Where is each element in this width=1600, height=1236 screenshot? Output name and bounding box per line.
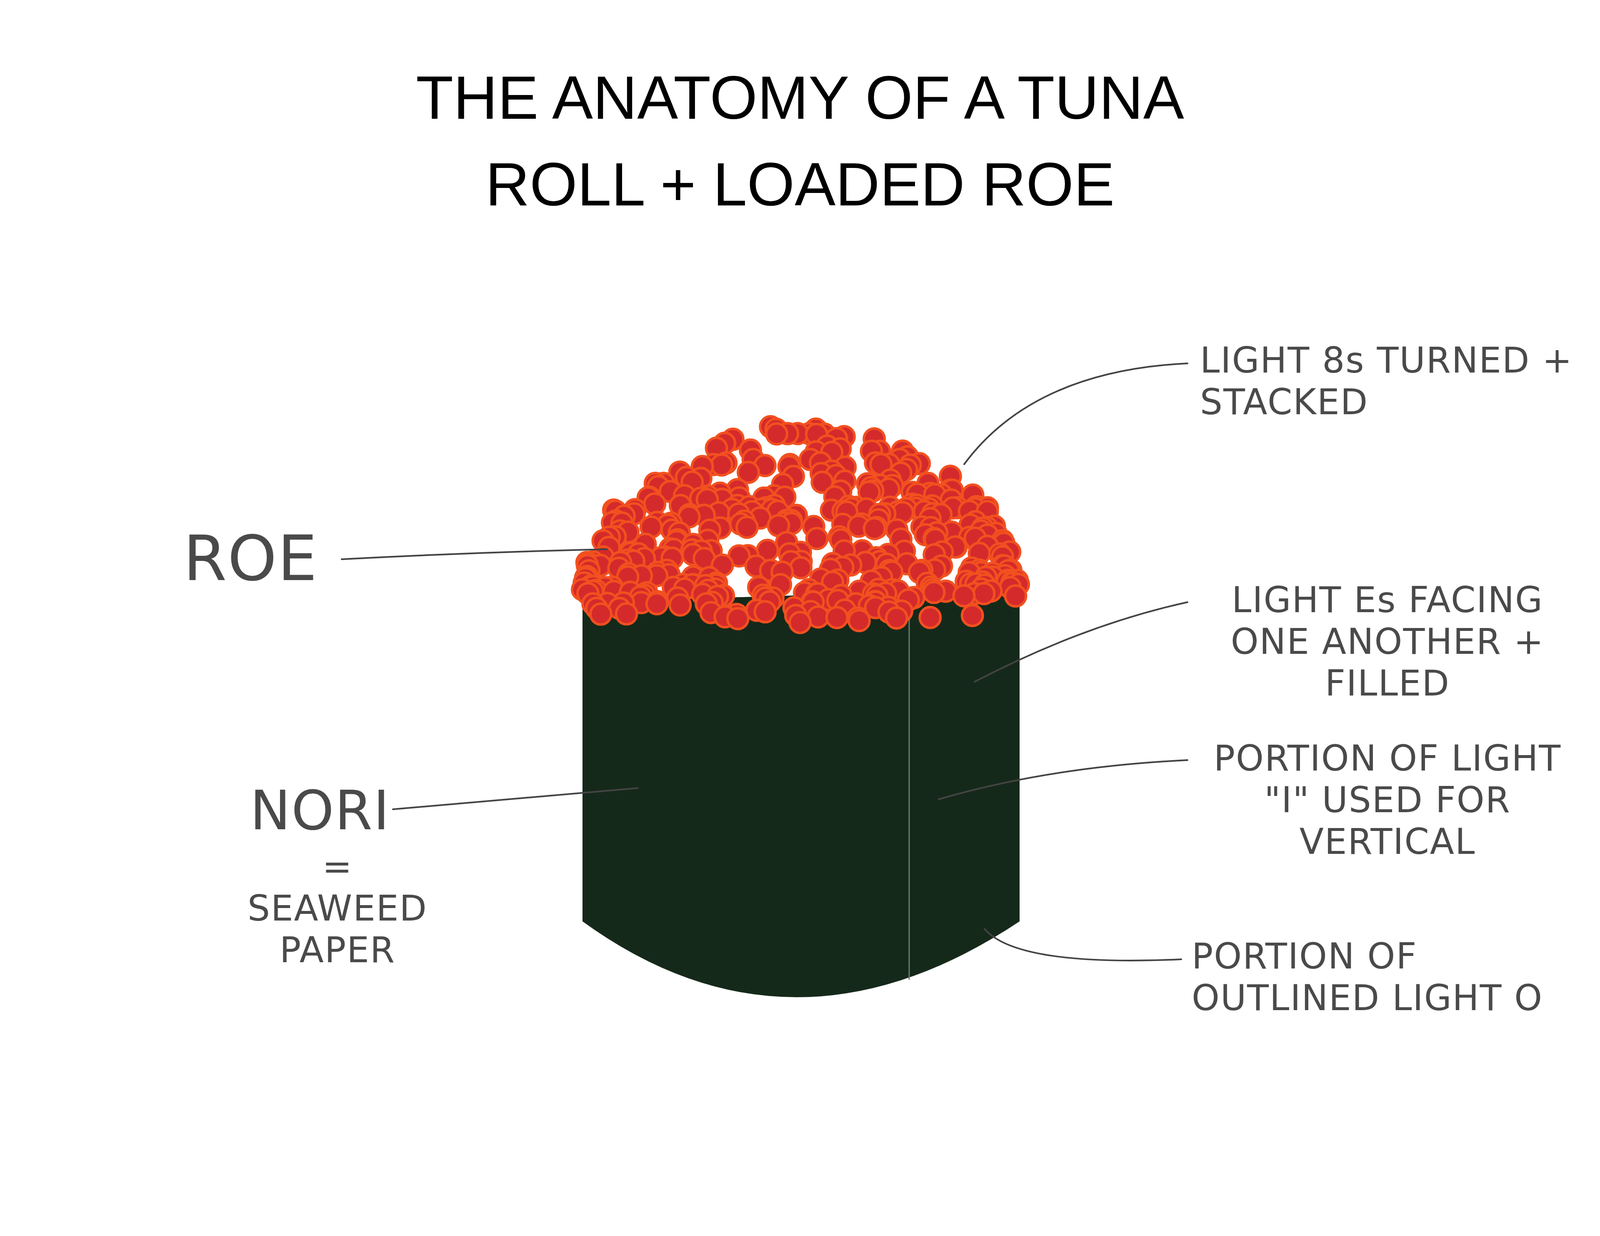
roe-egg [789,612,811,633]
roe-pile [572,416,1029,633]
roe-egg [973,582,995,604]
part-label: NORI [250,779,390,842]
roe-egg [962,605,983,626]
leader-line [964,363,1188,465]
roe-egg [923,582,945,603]
note-label: LIGHT Es FACING ONE ANOTHER + FILLED [1200,579,1575,705]
nori-seam [908,591,910,980]
roe-egg [953,585,975,607]
leader-line [938,760,1188,800]
roe-egg [886,607,908,629]
leader-line [341,549,608,560]
roe-egg [727,607,749,629]
note-label: PORTION OF LIGHT "I" USED FOR VERTICAL [1200,737,1575,863]
roe-egg [754,601,776,623]
roe-egg [919,607,941,628]
roe-egg [590,603,612,625]
roe-egg [864,518,885,540]
roe-egg [736,516,758,538]
page-title: THE ANATOMY OF A TUNA ROLL + LOADED ROE [320,54,1280,228]
nori-wrap [582,586,1020,998]
roe-egg [766,423,788,445]
roe-egg [848,610,870,631]
part-label: ROE [183,522,318,594]
leader-line [984,928,1182,961]
roe-egg [646,593,668,615]
note-label: LIGHT 8s TURNED + STACKED [1200,339,1575,423]
note-label: = SEAWEED PAPER [233,845,442,971]
roe-egg [1005,585,1026,607]
leader-line [392,787,638,810]
note-label: PORTION OF OUTLINED LIGHT O [1191,935,1584,1019]
leader-line [974,602,1188,682]
roe-egg [790,557,812,578]
roe-egg [669,594,691,616]
roe-egg [826,607,848,628]
roe-egg [711,454,733,476]
roe-egg [616,603,638,625]
